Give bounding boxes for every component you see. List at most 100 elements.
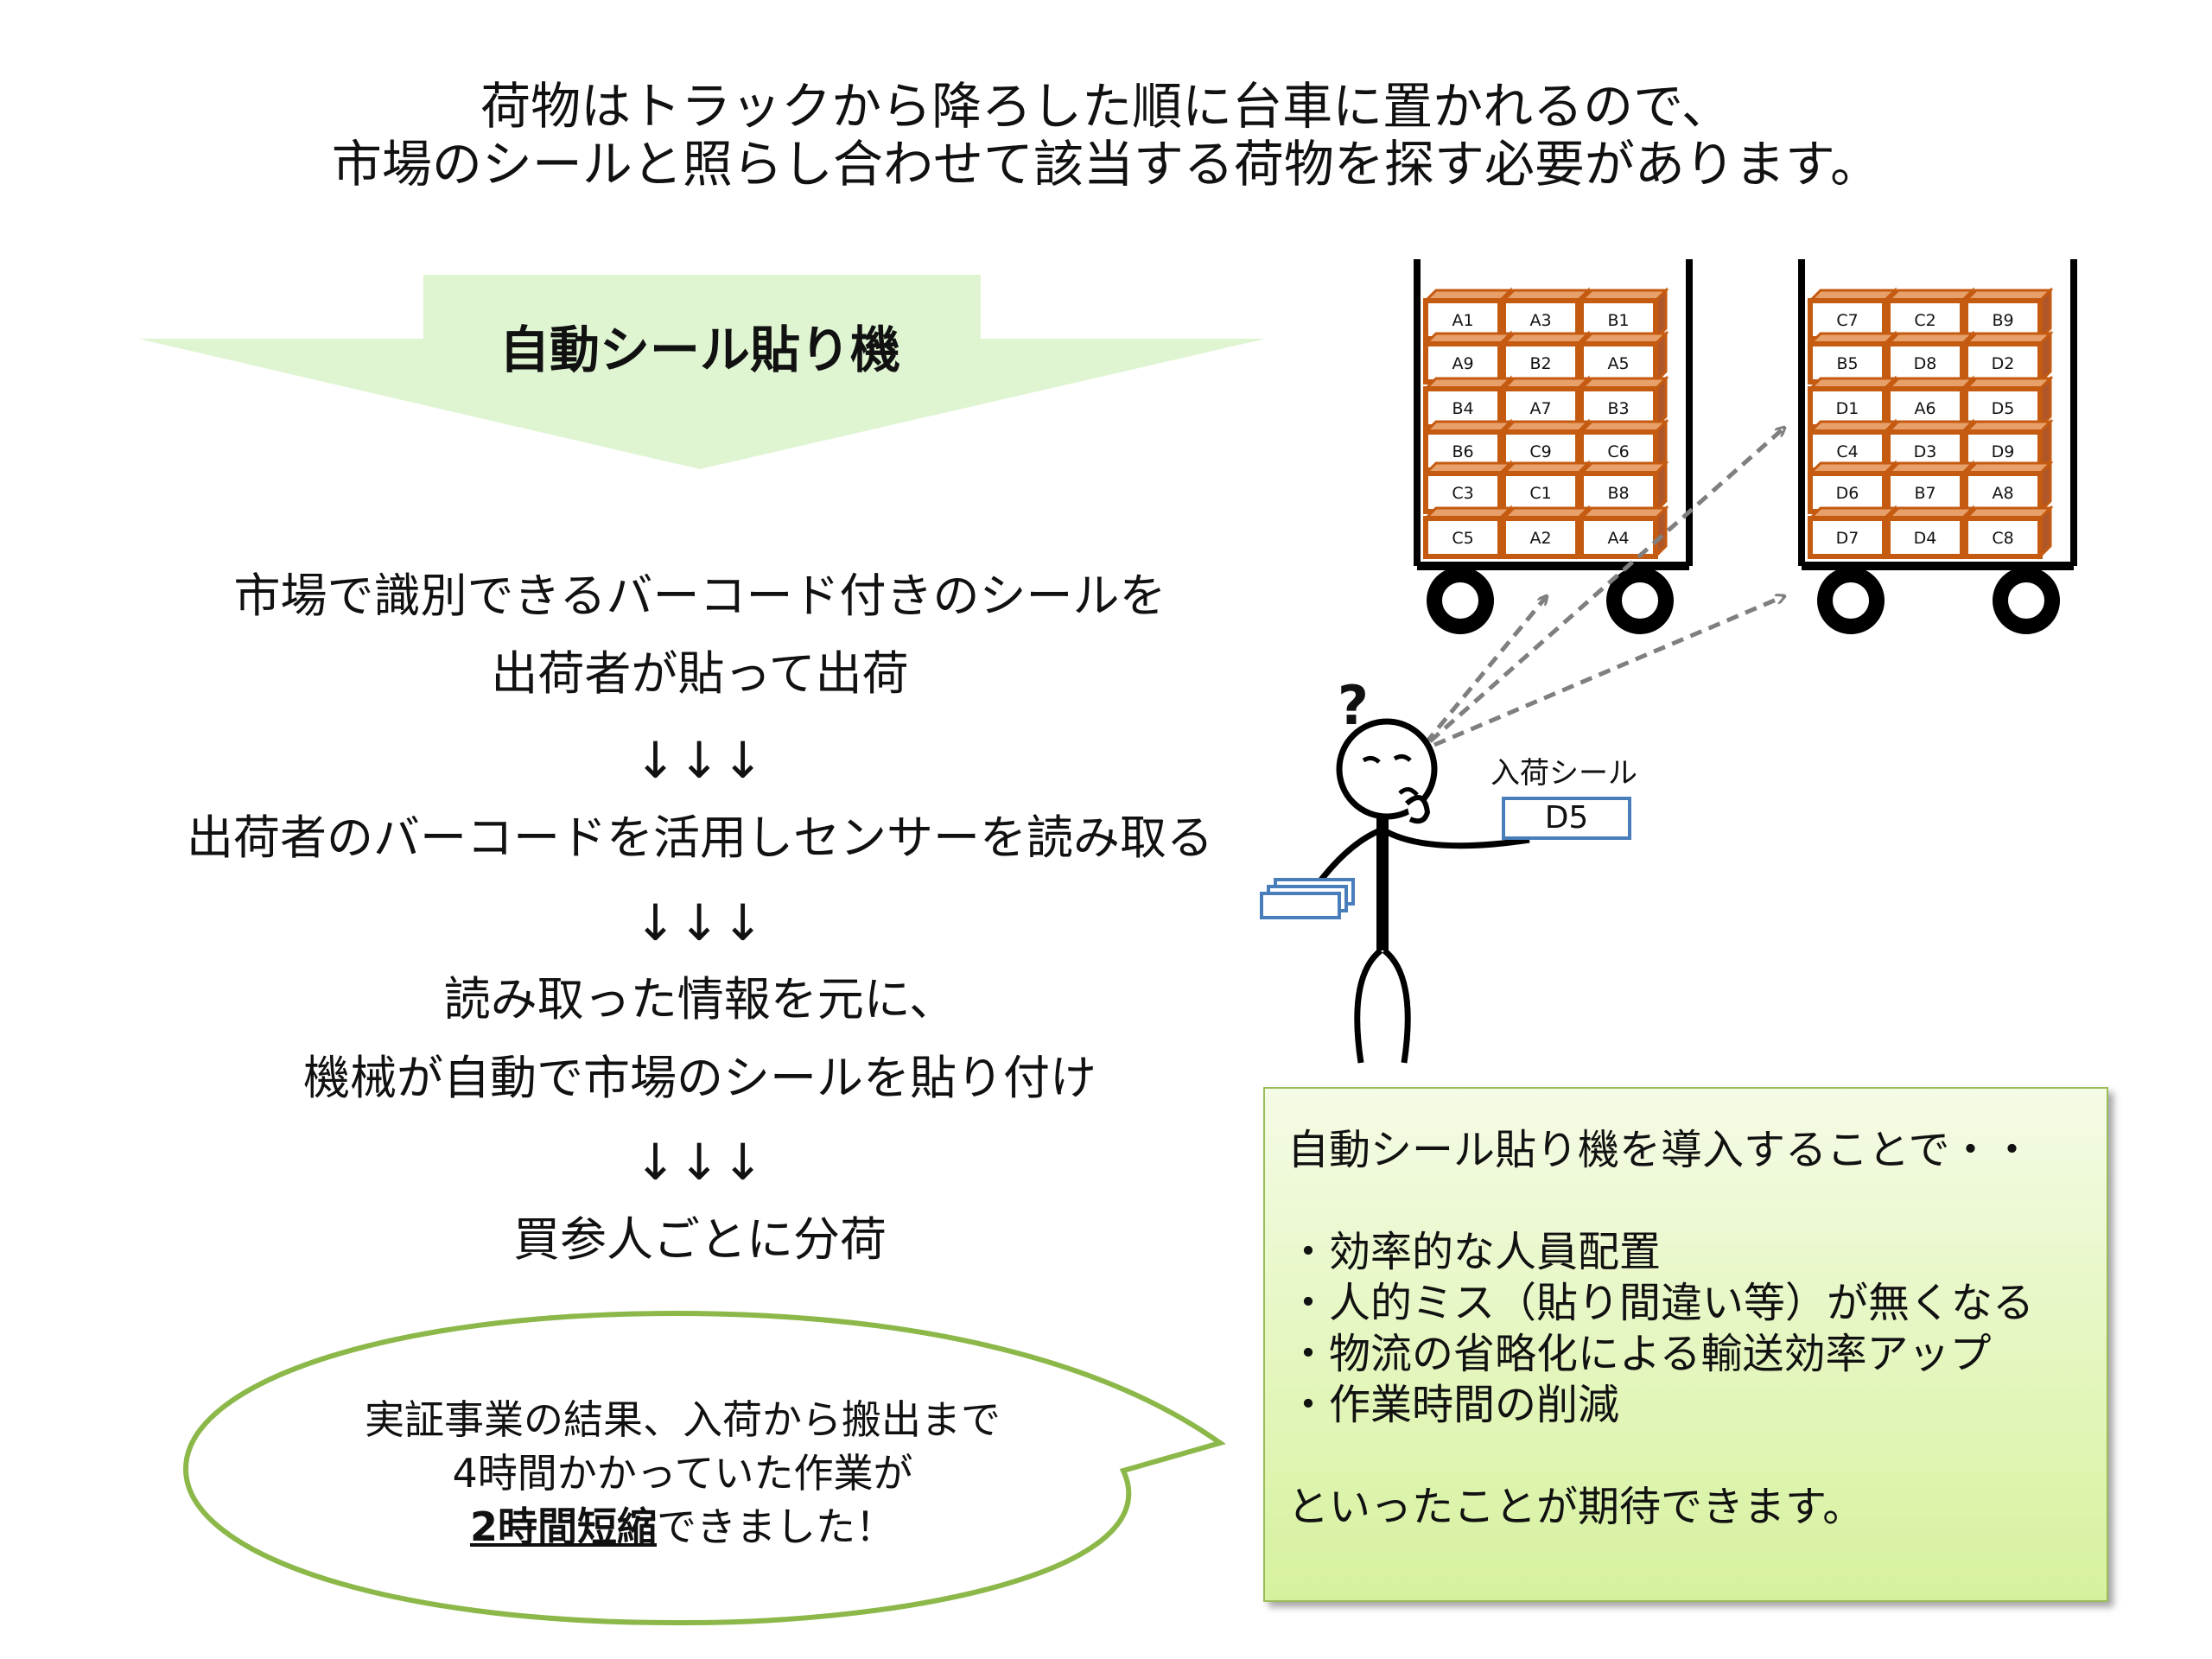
cargo-box-label: A4 (1607, 529, 1629, 548)
worker-leg-right (1382, 948, 1411, 1064)
question-mark-icon: ? (1338, 674, 1369, 737)
cargo-box: B4 (1422, 375, 1514, 430)
cargo-box: A2 (1500, 505, 1592, 560)
cargo-box-label: A3 (1529, 311, 1551, 330)
cargo-box-label: D4 (1914, 529, 1937, 548)
cargo-box: B2 (1500, 330, 1592, 385)
cargo-box: A4 (1578, 505, 1669, 560)
callout-line-3: 2時間短縮できました！ (233, 1500, 1132, 1554)
cargo-box: A5 (1578, 330, 1669, 385)
flow-step-2: 出荷者のバーコードを活用しセンサーを読み取る (187, 810, 1213, 865)
cargo-box: B9 (1962, 287, 2054, 342)
cargo-box: A9 (1422, 330, 1514, 385)
cargo-box: B8 (1578, 460, 1669, 515)
cargo-box-label: B7 (1914, 484, 1936, 503)
cargo-box: D5 (1962, 375, 2054, 430)
cargo-box: D6 (1807, 460, 1898, 515)
cargo-box-label: C7 (1836, 311, 1858, 330)
cargo-box-label: D2 (1992, 354, 2015, 373)
cargo-box: A1 (1422, 287, 1514, 342)
seal-value: D5 (1502, 797, 1631, 840)
cargo-box-label: D9 (1992, 442, 2015, 461)
cart-1-wheel-left (1427, 567, 1494, 634)
cargo-box: C2 (1885, 287, 1976, 342)
flow-step-4: 買参人ごとに分荷 (513, 1212, 887, 1267)
flow-arrows-3: ↓↓↓ (634, 1133, 766, 1192)
cargo-box-label: B3 (1607, 399, 1629, 418)
flow-step-1-line-2: 出荷者が貼って出荷 (491, 646, 909, 701)
cargo-box-label: C5 (1452, 529, 1473, 548)
benefits-spacer (1287, 1431, 2107, 1482)
cargo-box-label: B1 (1607, 311, 1629, 330)
cargo-box-label: C9 (1529, 442, 1551, 461)
callout-line-3-rest: できました！ (657, 1503, 895, 1550)
cargo-box: B1 (1578, 287, 1669, 342)
cargo-box-label: C8 (1992, 529, 2013, 548)
cargo-box-label: D6 (1836, 484, 1859, 503)
worker-mouth (1398, 787, 1419, 797)
search-arrow-3 (1433, 596, 1784, 747)
cart-2-wheel-right (1993, 567, 2060, 634)
worker-leg-left (1354, 948, 1383, 1064)
callout-emphasis: 2時間短縮 (469, 1503, 657, 1550)
cargo-box: C5 (1422, 505, 1514, 560)
benefits-outro: といったことが期待できます。 (1287, 1483, 1865, 1531)
cargo-box: B3 (1578, 375, 1669, 430)
cargo-box-label: A1 (1452, 311, 1473, 330)
heading-line-2: 市場のシールと照らし合わせて該当する荷物を探す必要があります。 (331, 135, 1881, 194)
cargo-box: D4 (1885, 505, 1976, 560)
worker-hand-chin (1404, 795, 1431, 824)
cargo-box-label: C1 (1529, 484, 1551, 503)
cargo-box: A7 (1500, 375, 1592, 430)
cargo-box: C8 (1962, 505, 2054, 560)
cargo-box-label: D3 (1914, 442, 1937, 461)
cargo-box: A3 (1500, 287, 1592, 342)
cargo-box-label: A2 (1529, 529, 1551, 548)
flow-arrows-2: ↓↓↓ (634, 893, 766, 952)
cargo-box-label: A5 (1607, 354, 1629, 373)
cargo-box: D7 (1807, 505, 1898, 560)
cargo-box-label: D8 (1914, 354, 1937, 373)
benefit-item: ・作業時間の削減 (1287, 1381, 1620, 1429)
benefit-item: ・効率的な人員配置 (1287, 1228, 1662, 1276)
cargo-box-label: D5 (1992, 399, 2015, 418)
benefit-item: ・物流の省略化による輸送効率アップ (1287, 1330, 1992, 1378)
callout-bubble (182, 1310, 1226, 1626)
cargo-box-label: C6 (1607, 442, 1629, 461)
cargo-box-label: B5 (1836, 354, 1858, 373)
flow-step-1-line-1: 市場で識別できるバーコード付きのシールを (233, 569, 1166, 623)
flow-step-3-line-1: 読み取った情報を元に、 (443, 972, 957, 1027)
seal-stack-icon (1260, 878, 1355, 919)
worker-figure (1260, 718, 1530, 1064)
benefits-box: 自動シール貼り機を導入することで・・ ・効率的な人員配置 ・人的ミス（貼り間違い… (1263, 1087, 2108, 1602)
cargo-box-label: D7 (1836, 529, 1859, 548)
cargo-box-label: B4 (1452, 399, 1473, 418)
cargo-box-label: A7 (1529, 399, 1551, 418)
cargo-box-label: C2 (1914, 311, 1936, 330)
heading-line-1: 荷物はトラックから降ろした順に台車に置かれるので、 (480, 77, 1732, 136)
banner-arrow (138, 275, 1266, 469)
callout-line-1: 実証事業の結果、入荷から搬出まで (365, 1396, 1001, 1443)
flow-arrows-1: ↓↓↓ (634, 731, 766, 790)
cargo-box-label: D1 (1836, 399, 1859, 418)
cargo-box: A6 (1885, 375, 1976, 430)
seal-title: 入荷シール (1491, 756, 1637, 791)
cargo-box: B5 (1807, 330, 1898, 385)
cart-2-wheel-left (1817, 567, 1885, 634)
cargo-box-label: C4 (1836, 442, 1858, 461)
benefits-spacer (1287, 1176, 2107, 1227)
search-arrow-1 (1424, 596, 1547, 745)
callout-line-2: 4時間かかっていた作業が (452, 1450, 913, 1497)
benefit-item: ・人的ミス（貼り間違い等）が無くなる (1287, 1279, 2035, 1327)
cargo-box: C6 (1578, 418, 1669, 474)
cargo-box-label: A6 (1914, 399, 1936, 418)
cargo-box: C1 (1500, 460, 1592, 515)
banner-arrow-shape (138, 275, 1266, 469)
cargo-box: C3 (1422, 460, 1514, 515)
cargo-box: A8 (1962, 460, 2054, 515)
